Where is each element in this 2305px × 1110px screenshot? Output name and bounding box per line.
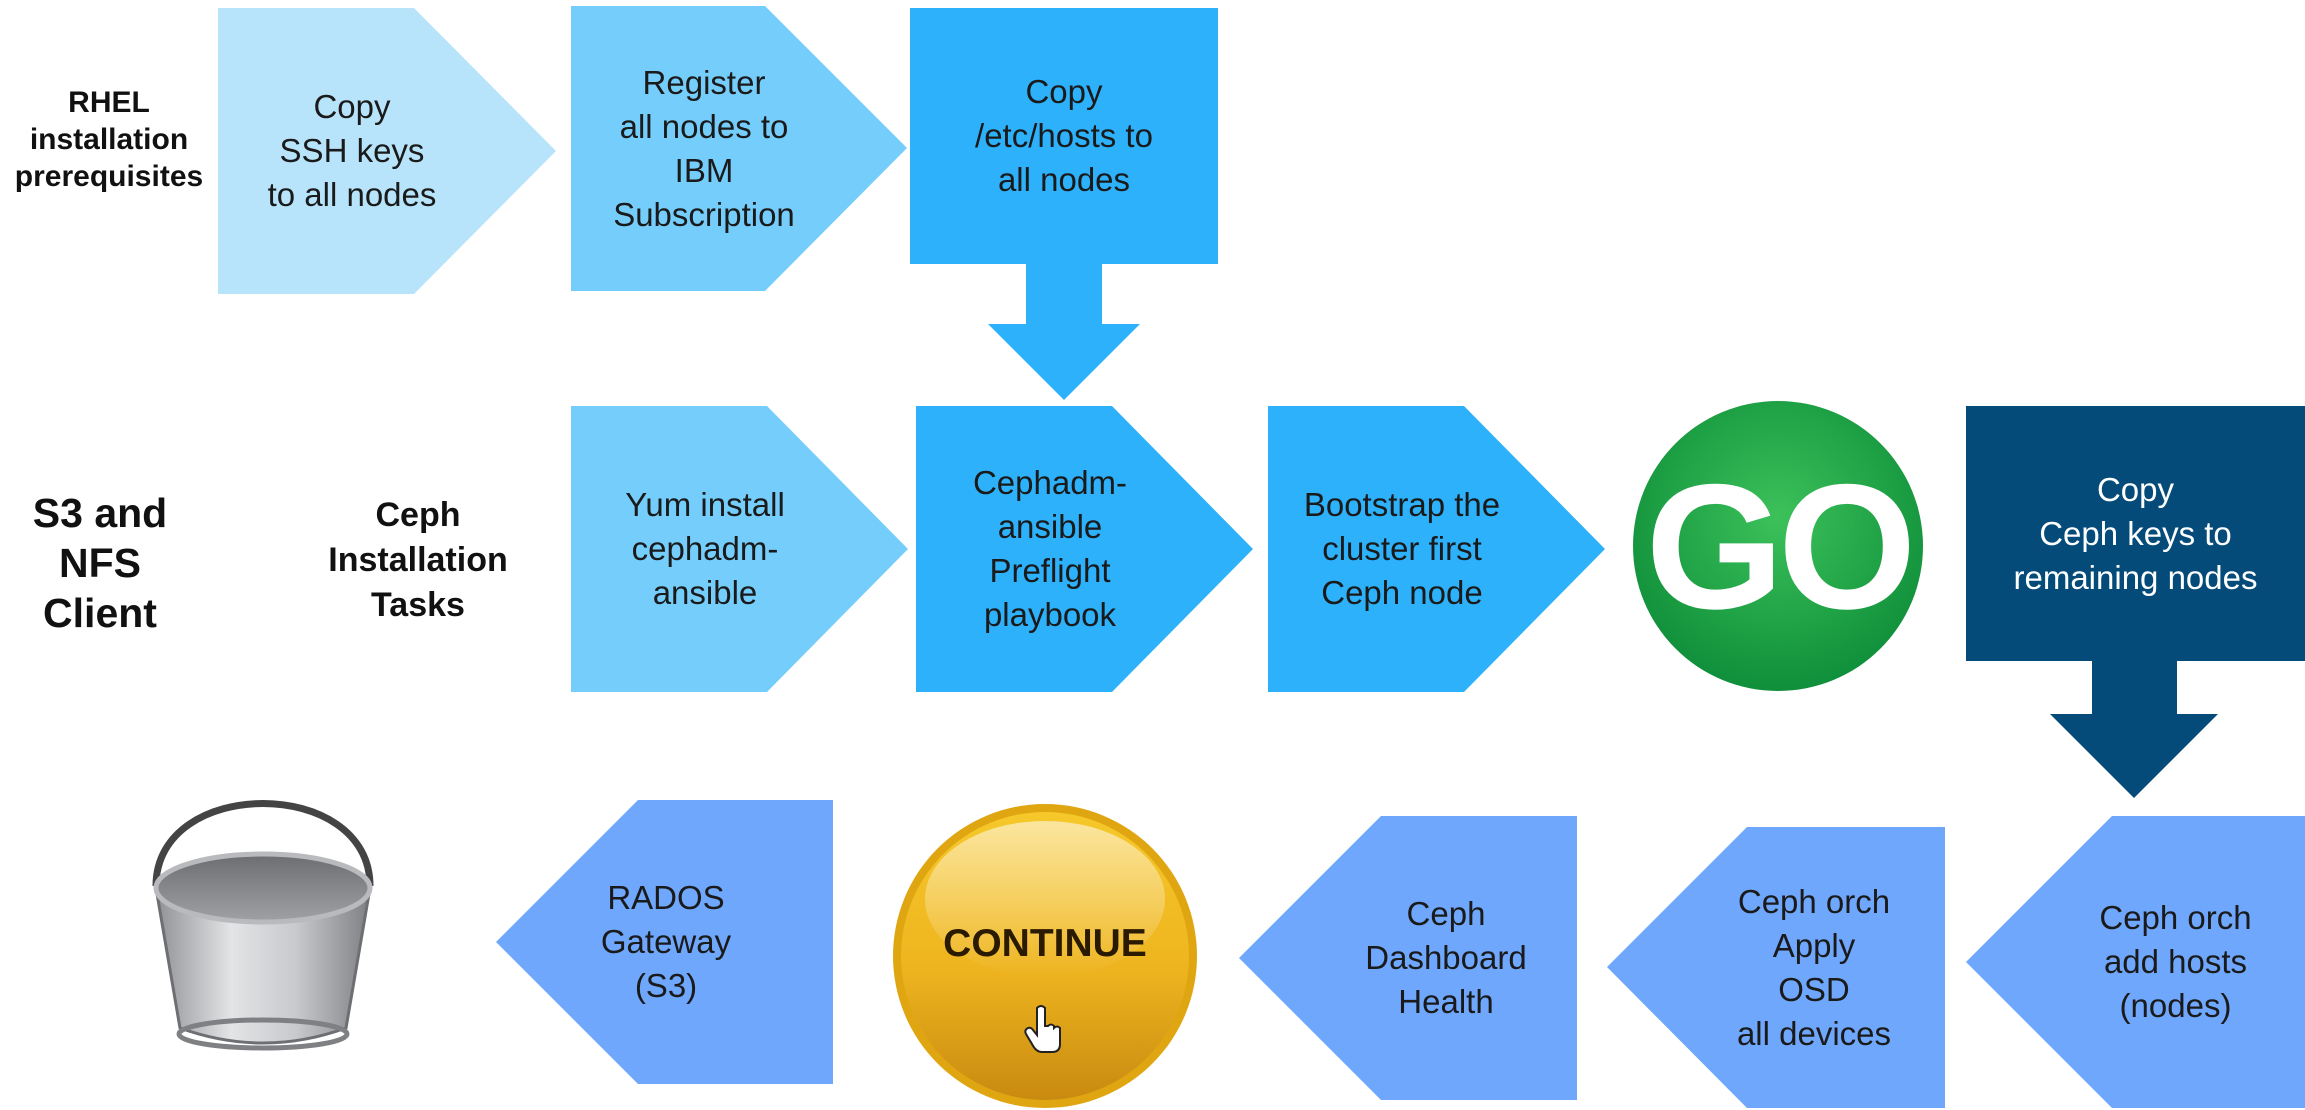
step-copy-ceph-keys: Copy Ceph keys to remaining nodes	[1966, 406, 2305, 798]
step-bootstrap-cluster: Bootstrap the cluster first Ceph node	[1268, 406, 1605, 692]
go-button[interactable]: GO	[1633, 401, 1923, 691]
step-dashboard-health: Ceph Dashboard Health	[1239, 816, 1577, 1100]
continue-label: CONTINUE	[943, 922, 1147, 965]
step-label: Bootstrap the cluster first Ceph node	[1303, 486, 1501, 611]
hand-pointer-icon	[1024, 1004, 1065, 1054]
step-label: Yum install cephadm- ansible	[625, 486, 785, 611]
step-label: Copy /etc/hosts to all nodes	[975, 73, 1153, 198]
step-copy-ssh-keys: Copy SSH keys to all nodes	[218, 8, 556, 294]
step-register-subscription: Register all nodes to IBM Subscription	[571, 6, 907, 291]
rhel-prerequisites-label: RHEL installation prerequisites	[14, 86, 204, 193]
down-arrow-box-shape	[910, 8, 1218, 400]
bucket-icon	[150, 796, 376, 1054]
step-apply-osd: Ceph orch Apply OSD all devices	[1607, 827, 1945, 1108]
left-chevron-arrow-shape	[1239, 816, 1577, 1100]
ceph-installation-tasks-label: Ceph Installation Tasks	[328, 496, 508, 624]
step-label: Copy SSH keys to all nodes	[267, 88, 437, 213]
step-yum-install: Yum install cephadm- ansible	[571, 406, 908, 692]
step-label: Ceph Dashboard Health	[1365, 895, 1527, 1020]
step-preflight-playbook: Cephadm- ansible Preflight playbook	[916, 406, 1253, 692]
bucket-graphic	[152, 800, 374, 1051]
step-label: RADOS Gateway (S3)	[600, 879, 732, 1004]
step-rados-gateway: RADOS Gateway (S3)	[496, 800, 833, 1084]
left-chevron-arrow-shape	[1607, 827, 1945, 1108]
step-label: Cephadm- ansible Preflight playbook	[972, 464, 1128, 633]
step-add-hosts: Ceph orch add hosts (nodes)	[1966, 816, 2305, 1108]
chevron-arrow-shape	[571, 406, 908, 692]
step-label: Copy Ceph keys to remaining nodes	[2013, 470, 2258, 596]
left-chevron-arrow-shape	[1966, 816, 2305, 1108]
chevron-arrow-shape	[1268, 406, 1605, 692]
chevron-arrow-shape	[916, 406, 1253, 692]
go-circle-shape	[1633, 401, 1923, 691]
continue-button[interactable]: CONTINUE	[893, 804, 1197, 1108]
go-label: GO	[1645, 446, 1917, 646]
chevron-arrow-shape	[218, 8, 556, 294]
step-label: Ceph orch Apply OSD all devices	[1736, 882, 1892, 1052]
step-label: Ceph orch add hosts (nodes)	[2099, 899, 2252, 1024]
continue-circle-shape	[893, 804, 1197, 1108]
down-arrow-box-shape	[1966, 406, 2305, 798]
left-chevron-arrow-shape	[496, 800, 833, 1084]
step-label: Register all nodes to IBM Subscription	[613, 63, 795, 233]
s3-nfs-client-label: S3 and NFS Client	[32, 490, 168, 636]
chevron-arrow-shape	[571, 6, 907, 291]
step-copy-etc-hosts: Copy /etc/hosts to all nodes	[910, 8, 1220, 400]
